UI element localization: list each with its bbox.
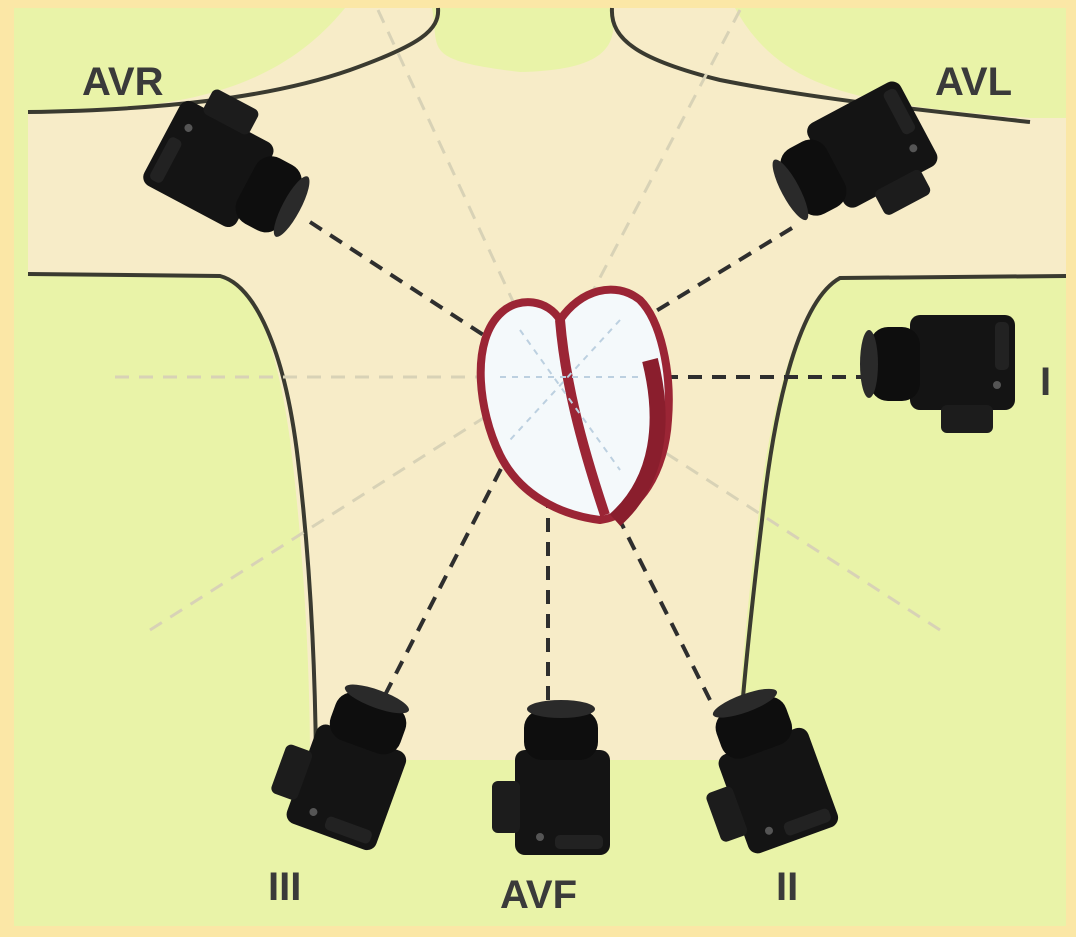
lead-label-avr: AVR bbox=[82, 60, 164, 104]
lead-label-avl: AVL bbox=[935, 60, 1012, 104]
lead-label-ii: II bbox=[776, 865, 798, 909]
lead-label-avf: AVF bbox=[500, 873, 577, 917]
lead-label-iii: III bbox=[268, 865, 301, 909]
lead-label-i: I bbox=[1040, 360, 1051, 404]
